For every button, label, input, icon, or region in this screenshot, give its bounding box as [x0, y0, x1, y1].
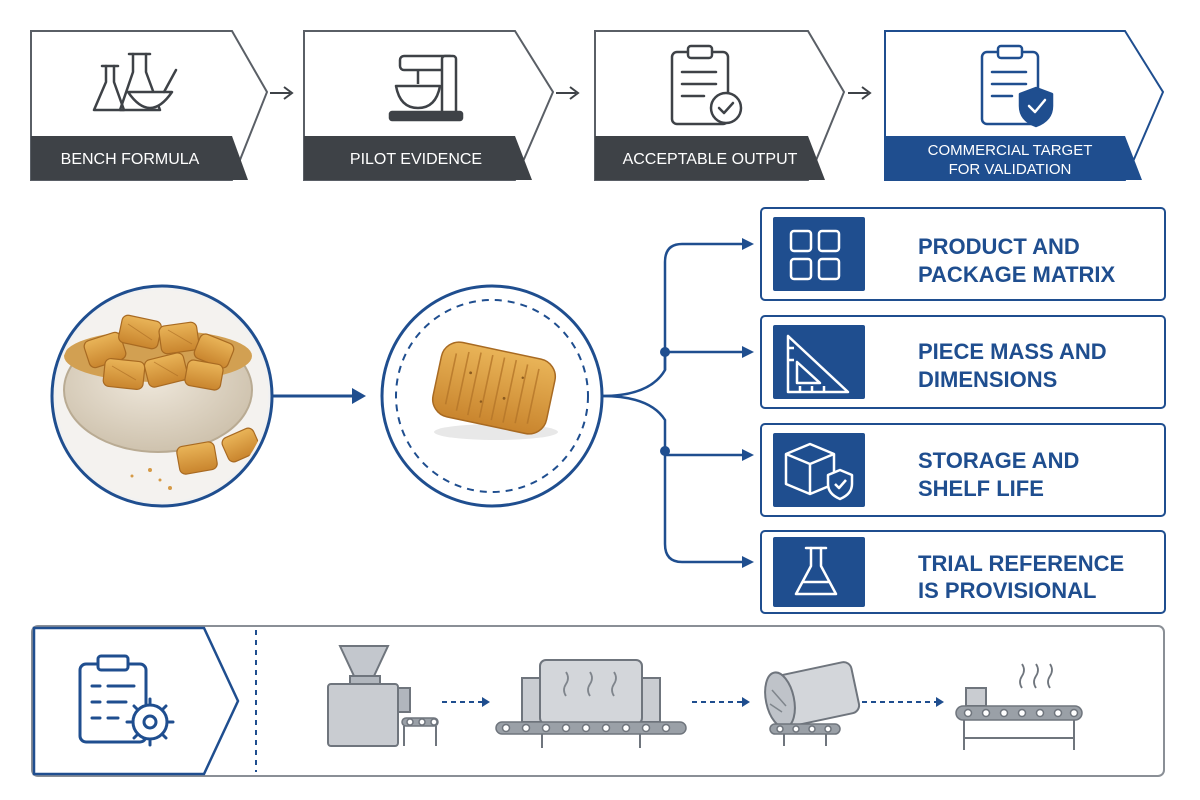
set-square-icon	[786, 334, 850, 394]
snack-bowl-image	[50, 284, 274, 508]
arrow-extruder-to-oven	[442, 697, 490, 707]
step-card-bench-formula: BENCH FORMULA	[30, 30, 269, 181]
step-label: FOR VALIDATION	[949, 161, 1072, 178]
step-card-commercial-target: COMMERCIAL TARGET FOR VALIDATION	[884, 30, 1165, 181]
target-label: DIMENSIONS	[918, 367, 1057, 392]
arrow-step-2-3	[556, 86, 580, 100]
oven-icon	[495, 659, 687, 748]
clipboard-check-icon	[670, 44, 743, 126]
step-label: PILOT EVIDENCE	[350, 151, 482, 168]
process-line-panel	[31, 625, 1165, 777]
clipboard-gear-icon	[78, 654, 175, 747]
lab-glassware-icon	[92, 52, 178, 112]
branch-nodes	[660, 238, 754, 568]
target-card-trial-reference: TRIAL REFERENCE IS PROVISIONAL	[760, 530, 1166, 614]
target-label: PACKAGE MATRIX	[918, 262, 1116, 287]
single-pillow-snack-image	[380, 284, 604, 508]
target-card-piece-mass-dimensions: PIECE MASS AND DIMENSIONS	[760, 315, 1166, 409]
target-label: TRIAL REFERENCE	[918, 551, 1124, 576]
step-label: COMMERCIAL TARGET	[928, 142, 1093, 159]
step-label: BENCH FORMULA	[61, 151, 200, 168]
extruder-icon	[327, 645, 439, 747]
target-label: PRODUCT AND	[918, 234, 1080, 259]
arrow-tumbler-to-cooler	[862, 697, 944, 707]
arrow-oven-to-tumbler	[692, 697, 750, 707]
target-label: PIECE MASS AND	[918, 339, 1107, 364]
cooling-conveyor-icon	[955, 663, 1083, 750]
target-label: STORAGE AND	[918, 448, 1079, 473]
arrow-step-3-4	[848, 86, 872, 100]
target-card-product-package-matrix: PRODUCT AND PACKAGE MATRIX	[760, 207, 1166, 301]
flask-icon	[794, 546, 838, 596]
arrow-step-1-2	[270, 86, 294, 100]
stand-mixer-icon	[388, 54, 464, 122]
target-label: SHELF LIFE	[918, 476, 1044, 501]
branch-connector	[601, 242, 748, 564]
arrow-bowl-to-piece	[272, 388, 366, 404]
grid-icon	[789, 229, 841, 281]
step-card-pilot-evidence: PILOT EVIDENCE	[303, 30, 555, 181]
step-card-acceptable-output: ACCEPTABLE OUTPUT	[594, 30, 846, 181]
target-card-storage-shelf-life: STORAGE AND SHELF LIFE	[760, 423, 1166, 517]
step-label: ACCEPTABLE OUTPUT	[623, 151, 798, 168]
tumbler-drum-icon	[764, 661, 861, 746]
box-shield-icon	[784, 442, 854, 501]
target-label: IS PROVISIONAL	[918, 578, 1096, 603]
clipboard-shield-icon	[980, 44, 1054, 128]
